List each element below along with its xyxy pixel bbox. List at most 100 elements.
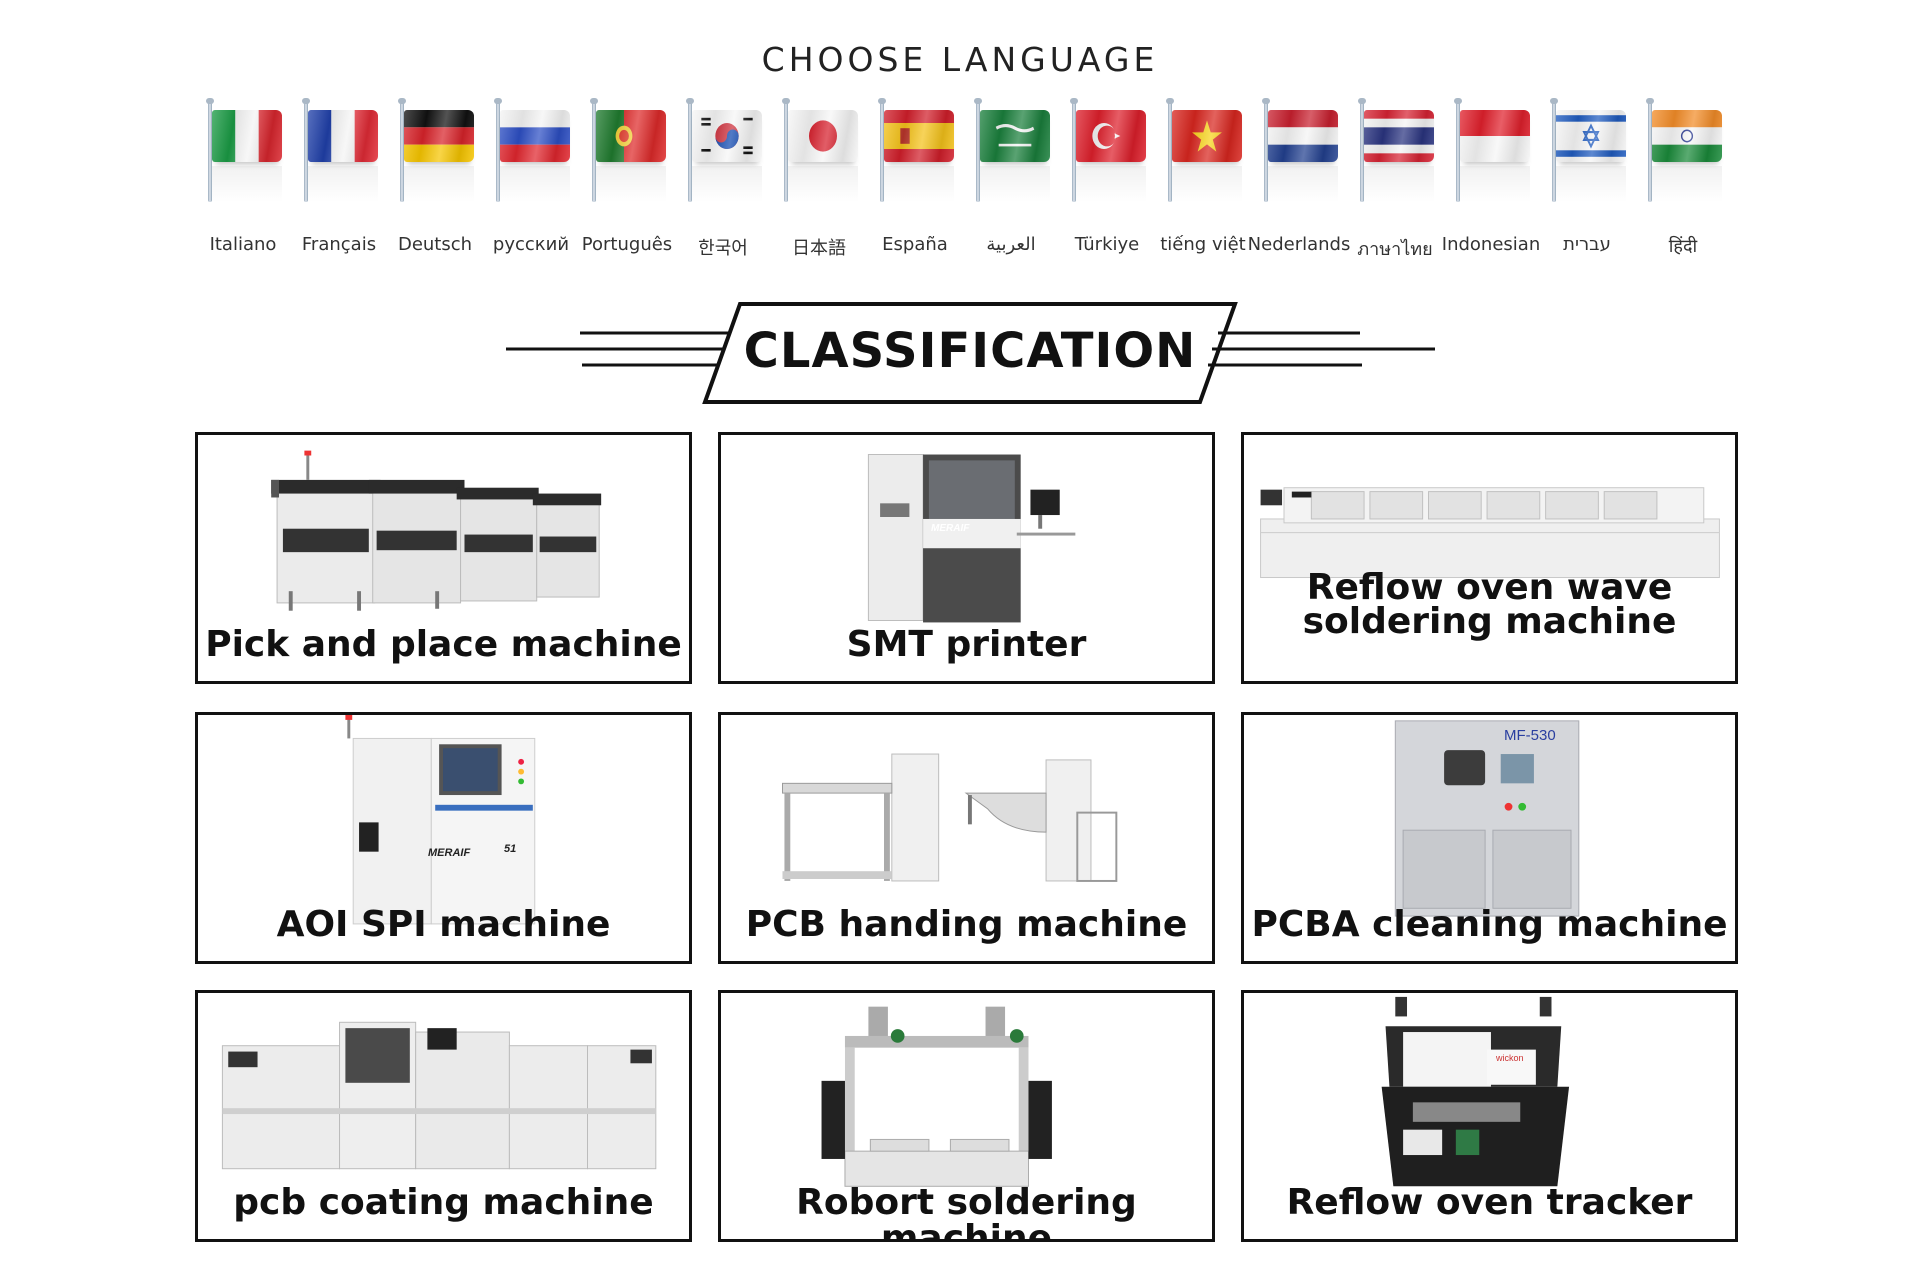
language-item-portugues[interactable]: Português xyxy=(582,98,672,270)
language-item-vietnamese[interactable]: tiếng việt xyxy=(1158,98,1248,270)
language-label[interactable]: Italiano xyxy=(209,234,277,255)
category-label[interactable]: Robort soldering machine xyxy=(796,1182,1137,1242)
language-label[interactable]: Türkiye xyxy=(1074,234,1140,255)
language-item-nederlands[interactable]: Nederlands xyxy=(1248,98,1350,270)
pcba-cleaning-machine-image xyxy=(1394,720,1580,917)
language-label[interactable]: ภาษาไทย xyxy=(1357,239,1433,260)
category-card-aoi-spi[interactable]: AOI SPI machine MERAIF 51 xyxy=(195,712,692,964)
category-card-pick-and-place[interactable]: Pick and place machine xyxy=(195,432,692,684)
language-flag-bar: Italiano Français Deutsch русский Portug… xyxy=(198,98,1738,270)
language-item-hindi[interactable]: हिंदी xyxy=(1638,98,1728,270)
category-label[interactable]: pcb coating machine xyxy=(233,1182,654,1223)
india-flag-icon xyxy=(1652,110,1722,162)
robot-soldering-machine-image xyxy=(821,1006,1052,1187)
tracker-brand: wickon xyxy=(1496,1053,1524,1063)
flag-pole xyxy=(782,98,790,202)
thailand-flag-icon xyxy=(1364,110,1434,162)
netherlands-flag-icon xyxy=(1268,110,1338,162)
language-item-korean[interactable]: 한국어 xyxy=(678,98,768,270)
category-card-reflow-oven[interactable]: Reflow oven wave soldering machine xyxy=(1241,432,1738,684)
flag-pole xyxy=(1358,98,1366,202)
category-card-smt-printer[interactable]: SMT printer MERAIF xyxy=(718,432,1215,684)
language-item-italiano[interactable]: Italiano xyxy=(198,98,288,270)
flag-pole xyxy=(206,98,214,202)
turkey-flag-icon xyxy=(1076,110,1146,162)
category-label[interactable]: PCBA cleaning machine xyxy=(1251,904,1728,945)
language-label[interactable]: עברית xyxy=(1563,234,1611,255)
flag-pole xyxy=(974,98,982,202)
flag-pole xyxy=(590,98,598,202)
italy-flag-icon xyxy=(212,110,282,162)
language-label[interactable]: España xyxy=(882,234,948,255)
category-label[interactable]: Pick and place machine xyxy=(205,624,682,665)
france-flag-icon xyxy=(308,110,378,162)
category-card-pcba-cleaning[interactable]: PCBA cleaning machine MF-530 xyxy=(1241,712,1738,964)
flag-pole xyxy=(878,98,886,202)
language-item-deutsch[interactable]: Deutsch xyxy=(390,98,480,270)
language-item-indonesian[interactable]: Indonesian xyxy=(1442,98,1540,270)
language-label[interactable]: اﻟﻌﺮﺑﻴﺔ xyxy=(986,234,1036,255)
banner-frame-graphic xyxy=(506,302,1435,404)
vietnam-flag-icon xyxy=(1172,110,1242,162)
reflow-oven-tracker-image xyxy=(1381,996,1570,1187)
pick-and-place-machine-image xyxy=(271,450,602,611)
flag-pole xyxy=(1070,98,1078,202)
aoi-brand: MERAIF xyxy=(428,847,471,859)
category-card-pcb-handling[interactable]: PCB handing machine xyxy=(718,712,1215,964)
flag-pole xyxy=(494,98,502,202)
aoi-spi-machine-image xyxy=(345,715,536,925)
portugal-flag-icon xyxy=(596,110,666,162)
category-label[interactable]: Reflow oven tracker xyxy=(1286,1182,1693,1223)
smt-printer-image xyxy=(867,454,1076,623)
choose-language-title: CHOOSE LANGUAGE xyxy=(761,40,1159,79)
indonesia-flag-icon xyxy=(1460,110,1530,162)
language-label[interactable]: Deutsch xyxy=(397,234,473,255)
language-item-arabic[interactable]: اﻟﻌﺮﺑﻴﺔ xyxy=(966,98,1056,270)
language-item-francais[interactable]: Français xyxy=(294,98,384,270)
language-label[interactable]: Nederlands xyxy=(1247,234,1351,255)
category-label[interactable]: SMT printer xyxy=(846,624,1087,665)
flag-pole xyxy=(1454,98,1462,202)
pcb-coating-machine-image xyxy=(221,1021,657,1170)
germany-flag-icon xyxy=(404,110,474,162)
category-card-robot-soldering[interactable]: Robort soldering machine xyxy=(718,990,1215,1242)
flag-pole xyxy=(302,98,310,202)
language-label[interactable]: tiếng việt xyxy=(1160,234,1246,255)
flag-pole xyxy=(1646,98,1654,202)
classification-banner: CLASSIFICATION xyxy=(500,300,1440,410)
smt-printer-brand: MERAIF xyxy=(931,523,970,534)
category-label[interactable]: Reflow oven wave soldering machine xyxy=(1302,567,1677,642)
flag-pole xyxy=(1262,98,1270,202)
flag-pole xyxy=(686,98,694,202)
israel-flag-icon xyxy=(1556,110,1626,162)
saudi-arabia-flag-icon xyxy=(980,110,1050,162)
japan-flag-icon xyxy=(788,110,858,162)
flag-pole xyxy=(1550,98,1558,202)
classification-title: CLASSIFICATION xyxy=(743,323,1197,379)
language-label[interactable]: русский xyxy=(492,234,570,255)
aoi-model: 51 xyxy=(504,843,517,855)
language-label[interactable]: Português xyxy=(581,234,673,255)
language-label[interactable]: हिंदी xyxy=(1668,236,1698,257)
reflow-oven-image xyxy=(1260,487,1720,579)
language-item-espana[interactable]: España xyxy=(870,98,960,270)
russia-flag-icon xyxy=(500,110,570,162)
language-label[interactable]: Français xyxy=(301,234,377,255)
korea-flag-icon xyxy=(692,110,762,162)
language-item-turkiye[interactable]: Türkiye xyxy=(1062,98,1152,270)
category-label[interactable]: PCB handing machine xyxy=(745,904,1188,945)
spain-flag-icon xyxy=(884,110,954,162)
flag-pole xyxy=(1166,98,1174,202)
language-item-russian[interactable]: русский xyxy=(486,98,576,270)
language-item-japanese[interactable]: 日本語 xyxy=(774,98,864,270)
category-card-reflow-tracker[interactable]: Reflow oven tracker wickon xyxy=(1241,990,1738,1242)
language-item-thai[interactable]: ภาษาไทย xyxy=(1350,98,1440,270)
category-card-pcb-coating[interactable]: pcb coating machine xyxy=(195,990,692,1242)
language-item-hebrew[interactable]: עברית xyxy=(1542,98,1632,270)
language-label[interactable]: 한국어 xyxy=(698,238,748,259)
flag-pole xyxy=(398,98,406,202)
pcb-handling-machine-image xyxy=(782,753,1118,882)
category-label[interactable]: AOI SPI machine xyxy=(276,904,611,945)
language-label[interactable]: Indonesian xyxy=(1441,234,1541,255)
language-label[interactable]: 日本語 xyxy=(792,238,846,259)
